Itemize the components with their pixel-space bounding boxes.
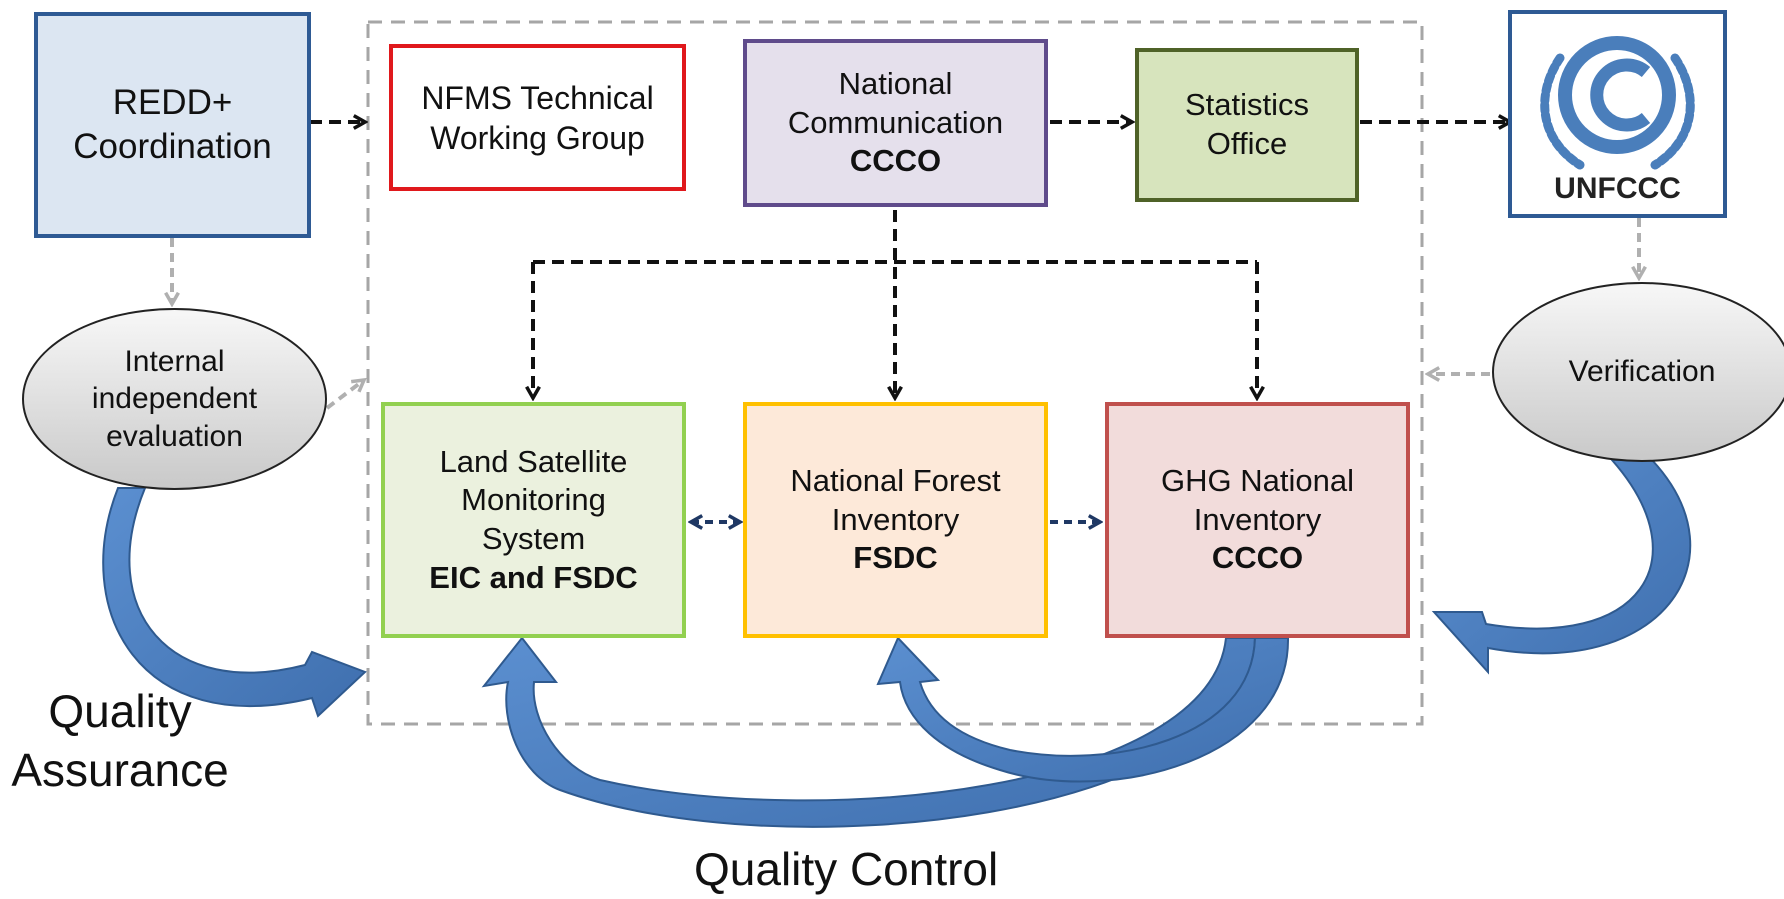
- national-communication-line-1: National: [838, 65, 953, 101]
- verification-label: Verification: [1568, 355, 1716, 389]
- nfms-line-1: NFMS Technical: [421, 79, 654, 116]
- forest-inventory-agency: FSDC: [853, 540, 938, 576]
- ghg-national-inventory-box: GHG National Inventory CCCO: [1105, 402, 1410, 638]
- redd-coordination-line-1: REDD+: [112, 83, 233, 123]
- ghg-line-1: GHG National: [1161, 462, 1354, 498]
- quality-assurance-line-1: Quality: [48, 685, 192, 737]
- ghg-agency: CCCO: [1211, 540, 1304, 576]
- quality-assurance-label: Quality Assurance: [10, 682, 230, 800]
- internal-evaluation-line-1: Internal: [124, 344, 225, 378]
- quality-control-label: Quality Control: [694, 843, 999, 895]
- internal-independent-evaluation-ellipse: Internal independent evaluation: [22, 308, 327, 490]
- nfms-technical-working-group-box: NFMS Technical Working Group: [389, 44, 686, 191]
- land-satellite-line-2: Monitoring: [461, 482, 606, 518]
- forest-inventory-line-2: Inventory: [831, 501, 960, 537]
- internal-evaluation-line-2: independent: [91, 382, 258, 416]
- forest-inventory-line-1: National Forest: [790, 462, 1001, 498]
- unfccc-logo-text: UNFCCC: [1554, 172, 1681, 205]
- land-satellite-line-3: System: [481, 521, 586, 556]
- national-forest-inventory-box: National Forest Inventory FSDC: [743, 402, 1048, 638]
- monitoring-system-container: [366, 20, 1424, 726]
- verification-loop-arrow: [1431, 459, 1692, 675]
- unfccc-logo-icon: [1540, 36, 1695, 170]
- internal-evaluation-line-3: evaluation: [106, 419, 243, 453]
- redd-coordination-line-2: Coordination: [73, 127, 272, 166]
- quality-control-arrow-to-land-satellite: [481, 636, 1257, 828]
- ghg-line-2: Inventory: [1193, 501, 1322, 537]
- quality-control-arrow-to-forest-inventory: [876, 636, 1290, 783]
- land-satellite-agency: EIC and FSDC: [429, 559, 638, 595]
- statistics-office-box: Statistics Office: [1135, 48, 1359, 202]
- nfms-line-2: Working Group: [430, 119, 645, 156]
- quality-assurance-loop-arrow: [102, 487, 367, 718]
- national-communication-line-2: Communication: [787, 104, 1004, 140]
- national-communication-box: National Communication CCCO: [743, 39, 1048, 207]
- redd-coordination-box: REDD+ Coordination: [34, 12, 311, 238]
- arrow-internal-evaluation-to-container: [325, 380, 364, 410]
- land-satellite-monitoring-box: Land Satellite Monitoring System EIC and…: [381, 402, 686, 638]
- land-satellite-line-1: Land Satellite: [439, 443, 628, 479]
- statistics-line-1: Statistics: [1184, 87, 1310, 123]
- verification-ellipse: Verification: [1492, 282, 1784, 462]
- quality-assurance-line-2: Assurance: [11, 743, 229, 796]
- national-communication-agency: CCCO: [849, 143, 942, 179]
- statistics-line-2: Office: [1206, 126, 1288, 161]
